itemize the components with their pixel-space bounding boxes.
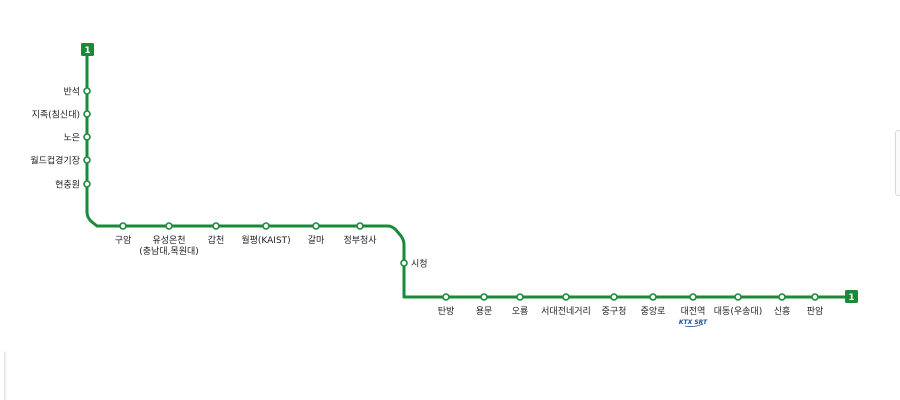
station-label: 서대전네거리 — [541, 306, 591, 317]
station-worldcup[interactable]: 월드컵경기장 — [30, 155, 91, 167]
station-panam[interactable]: 판암 — [807, 293, 824, 317]
station-label: 갈마 — [308, 235, 325, 246]
station-junggu[interactable]: 중구청 — [602, 293, 627, 317]
side-panel-tab[interactable] — [895, 130, 900, 196]
station-marker[interactable] — [442, 293, 450, 301]
line-number-label: 1 — [84, 46, 90, 56]
station-label: 월평(KAIST) — [241, 234, 290, 246]
station-marker[interactable] — [356, 222, 364, 230]
station-marker[interactable] — [312, 222, 320, 230]
station-marker[interactable] — [480, 293, 488, 301]
station-label: 신흥 — [774, 305, 791, 317]
station-label: 현충원 — [55, 180, 80, 191]
station-label: 중앙로 — [641, 305, 666, 317]
station-label: 노은 — [63, 133, 80, 144]
station-oryong[interactable]: 오룡 — [512, 293, 529, 317]
station-marker[interactable] — [262, 222, 270, 230]
station-cityhall[interactable]: 시청 — [400, 259, 428, 270]
station-tanbang[interactable]: 탄방 — [438, 293, 455, 317]
station-government[interactable]: 정부청사 — [343, 222, 377, 246]
station-seodaejeon[interactable]: 서대전네거리 — [541, 293, 591, 317]
station-bansuk[interactable]: 반석 — [63, 87, 91, 98]
station-label: 정부청사 — [343, 235, 377, 246]
station-label: 오룡 — [512, 306, 529, 317]
station-marker[interactable] — [83, 110, 91, 118]
station-marker[interactable] — [734, 293, 742, 301]
station-guam[interactable]: 구암 — [115, 222, 132, 246]
station-label: 시청 — [411, 259, 428, 270]
station-galma[interactable]: 갈마 — [308, 222, 325, 246]
station-label: 월드컵경기장 — [30, 155, 80, 167]
station-label: 유성온천 — [152, 235, 185, 246]
station-label: 중구청 — [602, 306, 627, 317]
station-label: (충남대,목원대) — [139, 246, 199, 257]
station-label: 구암 — [115, 234, 132, 246]
station-marker[interactable] — [689, 293, 697, 301]
station-daedong[interactable]: 대동(우송대) — [714, 293, 762, 317]
station-marker[interactable] — [811, 293, 819, 301]
rail-swoosh-icon — [684, 323, 704, 328]
transfer-rail-label: KTX SRT — [679, 319, 708, 326]
station-marker[interactable] — [649, 293, 657, 301]
station-marker[interactable] — [83, 133, 91, 141]
station-yuseongoncheon[interactable]: 유성온천(충남대,목원대) — [139, 222, 199, 257]
station-marker[interactable] — [400, 259, 408, 267]
line-badge-start: 1 — [81, 43, 94, 56]
corner-edge — [0, 352, 5, 400]
station-gapcheon[interactable]: 갑천 — [208, 222, 225, 246]
station-marker[interactable] — [83, 156, 91, 164]
line-number-label: 1 — [848, 293, 854, 303]
station-noeun[interactable]: 노은 — [63, 133, 91, 144]
station-marker[interactable] — [83, 180, 91, 188]
station-yongmun[interactable]: 용문 — [476, 293, 493, 317]
station-marker[interactable] — [165, 222, 173, 230]
station-label: 대동(우송대) — [714, 306, 762, 317]
station-hyeonchungwon[interactable]: 현충원 — [55, 180, 91, 191]
station-label: 반석 — [63, 87, 80, 98]
station-jijok[interactable]: 지족(침신대) — [32, 110, 91, 121]
station-label: 지족(침신대) — [32, 110, 80, 121]
line-1-route — [85, 50, 851, 299]
station-label: 탄방 — [438, 306, 455, 317]
station-marker[interactable] — [212, 222, 220, 230]
station-marker[interactable] — [610, 293, 618, 301]
station-marker[interactable] — [119, 222, 127, 230]
station-jungangno[interactable]: 중앙로 — [641, 293, 666, 317]
station-label: 판암 — [807, 305, 824, 317]
station-label: 용문 — [476, 306, 493, 317]
station-marker[interactable] — [516, 293, 524, 301]
station-marker[interactable] — [562, 293, 570, 301]
station-wolpyeong[interactable]: 월평(KAIST) — [241, 222, 291, 246]
station-label: 갑천 — [208, 234, 225, 246]
station-marker[interactable] — [83, 87, 91, 95]
station-label: 대전역 — [681, 306, 706, 317]
station-sinheung[interactable]: 신흥 — [774, 293, 791, 317]
line-badge-end: 1 — [845, 290, 858, 303]
station-daejeon[interactable]: 대전역 KTX SRT — [679, 293, 708, 328]
station-marker[interactable] — [778, 293, 786, 301]
